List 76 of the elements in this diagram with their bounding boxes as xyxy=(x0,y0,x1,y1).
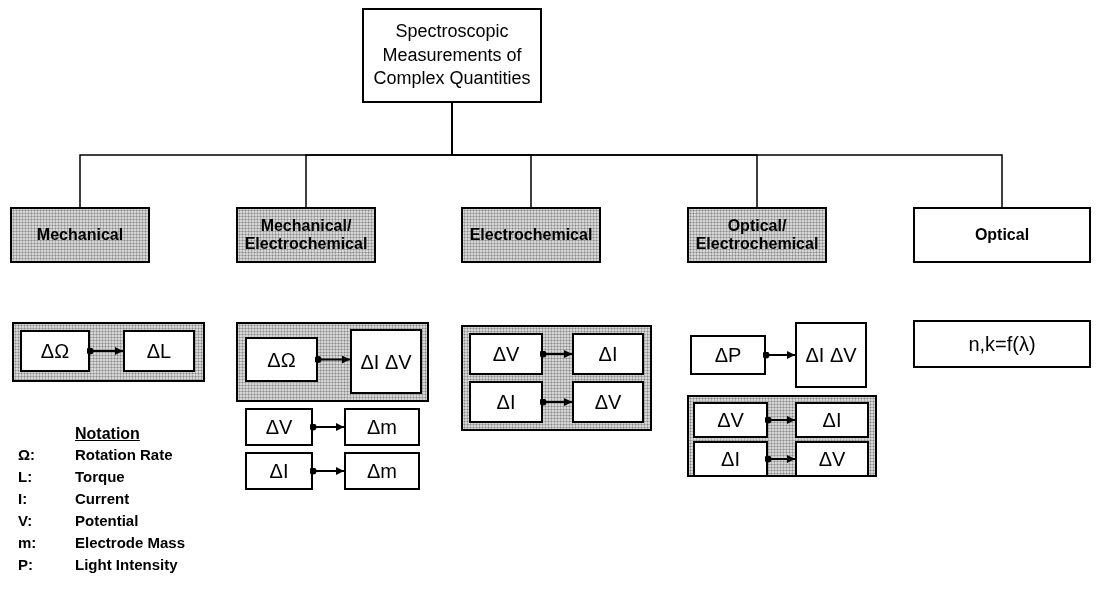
category-box xyxy=(913,207,1091,263)
quantity-label: ΔI xyxy=(721,448,740,470)
notation-meaning: Torque xyxy=(75,468,125,485)
quantity-box xyxy=(344,408,420,446)
quantity-label: ΔV xyxy=(492,343,520,365)
quantity-box xyxy=(245,408,313,446)
root-box xyxy=(362,8,542,103)
arrow xyxy=(539,350,573,358)
group-panel xyxy=(12,322,205,382)
arrow xyxy=(539,398,573,406)
notation-symbol: Ω: xyxy=(18,446,36,463)
quantity-box xyxy=(795,441,869,477)
notation-meaning: Rotation Rate xyxy=(75,446,173,463)
quantity-box xyxy=(344,452,420,490)
category-box xyxy=(461,207,601,263)
notation-symbol: m: xyxy=(18,534,37,551)
quantity-box xyxy=(469,333,543,375)
notation-meaning: Light Intensity xyxy=(75,556,178,573)
group-panel xyxy=(236,322,429,402)
group-panel xyxy=(461,325,652,431)
quantity-box xyxy=(693,402,768,438)
quantity-label: ΔI ΔV xyxy=(360,350,412,373)
notation-symbol: I: xyxy=(18,490,28,507)
quantity-label: n,k=f(λ) xyxy=(968,333,1036,355)
arrow xyxy=(762,351,796,359)
quantity-box xyxy=(123,330,195,372)
quantity-box xyxy=(20,330,90,372)
notation-symbol: V: xyxy=(18,512,33,529)
quantity-box xyxy=(690,335,766,375)
notation-meaning: Electrode Mass xyxy=(75,534,186,551)
notation-symbol: L: xyxy=(18,468,33,485)
category-title: Mechanical xyxy=(36,225,124,245)
quantity-label: ΔP xyxy=(714,344,742,366)
arrow xyxy=(314,355,351,364)
quantity-box xyxy=(572,381,644,423)
quantity-label: ΔI xyxy=(598,343,618,365)
category-title: Mechanical/ Electrochemical xyxy=(243,216,369,254)
category-title: Electrochemical xyxy=(469,225,593,245)
quantity-label: Δm xyxy=(367,416,397,438)
category-box xyxy=(236,207,376,263)
quantity-box xyxy=(469,381,543,423)
category-box xyxy=(10,207,150,263)
quantity-label: ΔI xyxy=(269,460,289,482)
quantity-label: ΔV xyxy=(265,416,293,438)
notation-meaning: Potential xyxy=(75,512,139,529)
quantity-label: ΔV xyxy=(818,448,846,470)
notation-meaning: Current xyxy=(75,490,130,507)
quantity-box xyxy=(693,441,768,477)
quantity-label: ΔI ΔV xyxy=(805,344,857,366)
quantity-label: ΔV xyxy=(717,409,744,431)
arrow xyxy=(764,455,796,463)
quantity-box xyxy=(795,402,869,438)
arrow xyxy=(764,416,796,424)
category-title: Optical xyxy=(974,225,1030,245)
quantity-box xyxy=(572,333,644,375)
quantity-box xyxy=(795,322,867,388)
arrow xyxy=(86,347,124,355)
quantity-box xyxy=(913,320,1091,368)
quantity-label: ΔΩ xyxy=(267,348,296,371)
category-title: Optical/ Electrochemical xyxy=(694,216,820,254)
quantity-box xyxy=(245,337,318,382)
quantity-box xyxy=(350,329,422,394)
quantity-label: Δm xyxy=(367,460,397,482)
legend-heading: Notation xyxy=(75,425,140,443)
arrow xyxy=(309,467,345,475)
category-box xyxy=(687,207,827,263)
quantity-label: ΔV xyxy=(594,391,622,413)
group-panel xyxy=(687,395,877,477)
quantity-label: ΔL xyxy=(146,340,172,362)
notation-symbol: P: xyxy=(18,556,33,573)
quantity-box xyxy=(245,452,313,490)
quantity-label: ΔI xyxy=(822,409,842,431)
quantity-label: ΔΩ xyxy=(40,340,70,362)
title-text: Spectroscopic Measurements of Complex Quantities xyxy=(372,20,532,91)
quantity-label: ΔI xyxy=(496,391,516,413)
arrow xyxy=(309,423,345,431)
